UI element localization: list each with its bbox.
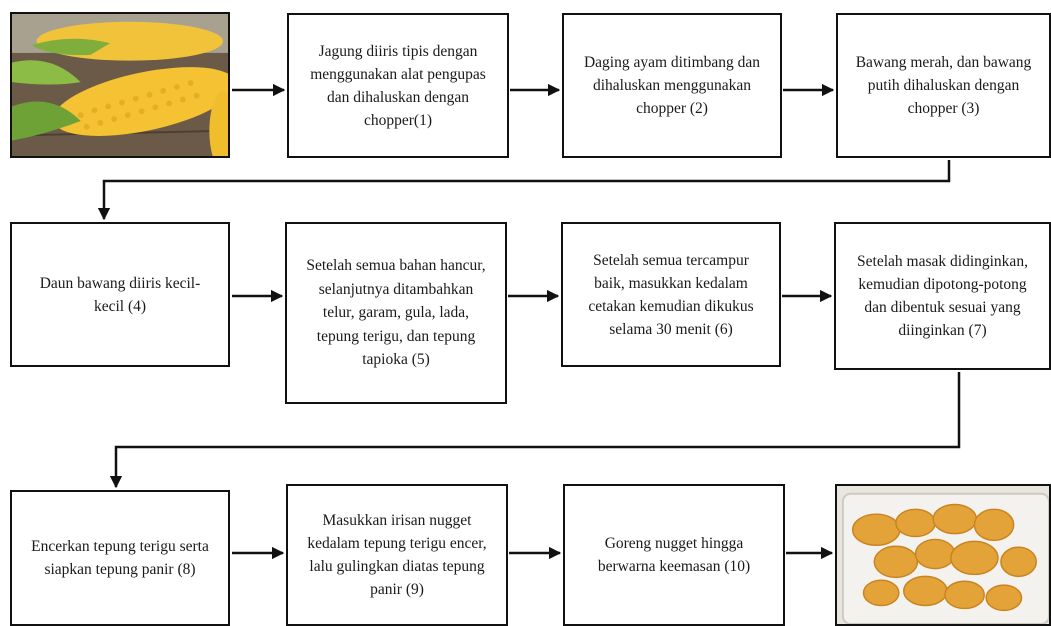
step-10-text: Goreng nugget hingga berwarna keemasan (… xyxy=(597,535,751,575)
step-8-box: Encerkan tepung terigu serta siapkan tep… xyxy=(10,490,230,626)
step-2-box: Daging ayam ditimbang dan dihaluskan men… xyxy=(562,13,782,158)
arrow-step3-to-step4 xyxy=(97,160,951,221)
step-4-box: Daun bawang diiris kecil-kecil (4) xyxy=(10,222,230,367)
step-6-box: Setelah semua tercampur baik, masukkan k… xyxy=(561,222,781,367)
corn-image xyxy=(10,12,230,158)
step-5-box: Setelah semua bahan hancur, selanjutnya … xyxy=(285,222,507,404)
step-5-text: Setelah semua bahan hancur, selanjutnya … xyxy=(306,257,486,369)
step-6-text: Setelah semua tercampur baik, masukkan k… xyxy=(588,251,754,338)
step-1-text: Jagung diiris tipis dengan menggunakan a… xyxy=(310,42,486,129)
step-7-box: Setelah masak didinginkan, kemudian dipo… xyxy=(834,222,1051,370)
fried-nugget-image xyxy=(835,484,1051,626)
arrow-step7-to-step8 xyxy=(109,372,961,489)
step-7-text: Setelah masak didinginkan, kemudian dipo… xyxy=(857,253,1028,339)
step-8-text: Encerkan tepung terigu serta siapkan tep… xyxy=(31,538,209,578)
step-3-text: Bawang merah, dan bawang putih dihaluska… xyxy=(855,54,1032,117)
step-10-box: Goreng nugget hingga berwarna keemasan (… xyxy=(563,484,785,626)
step-9-box: Masukkan irisan nugget kedalam tepung te… xyxy=(286,484,508,626)
step-1-box: Jagung diiris tipis dengan menggunakan a… xyxy=(287,13,509,158)
step-4-text: Daun bawang diiris kecil-kecil (4) xyxy=(39,274,201,315)
step-2-text: Daging ayam ditimbang dan dihaluskan men… xyxy=(583,54,761,117)
step-9-text: Masukkan irisan nugget kedalam tepung te… xyxy=(307,512,487,598)
step-3-box: Bawang merah, dan bawang putih dihaluska… xyxy=(836,13,1051,158)
